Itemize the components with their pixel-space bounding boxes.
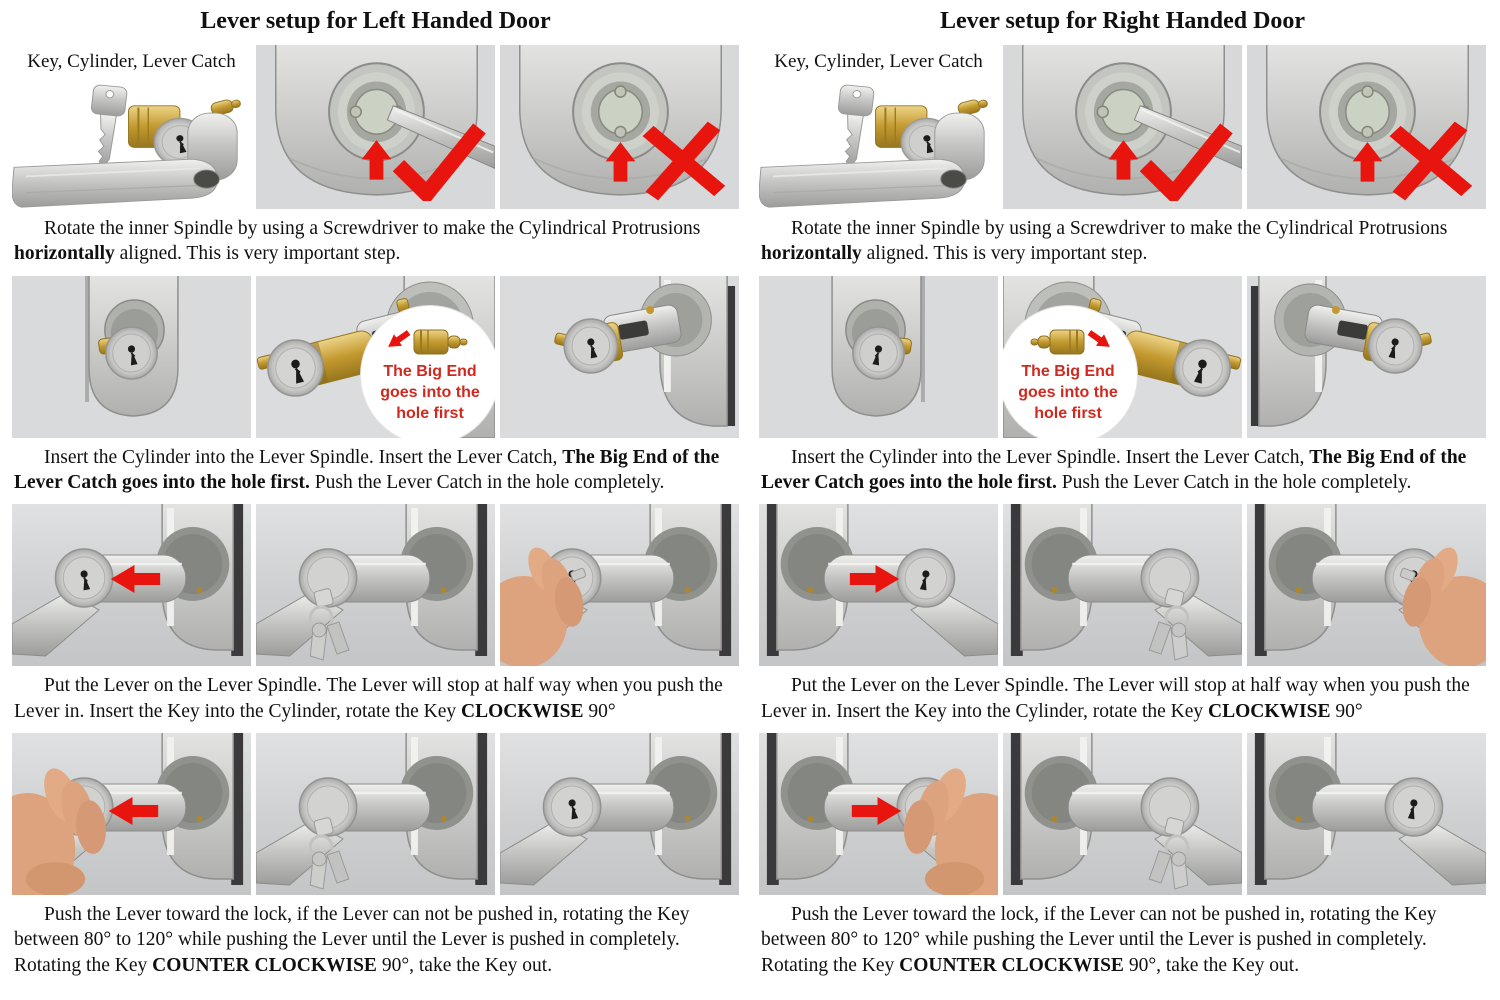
- parts-label: Key, Cylinder, Lever Catch: [27, 51, 236, 72]
- photo-hand-pushing-lever: [12, 733, 251, 896]
- lock-front-scene: [759, 276, 998, 438]
- hand-lever-scene: [759, 733, 998, 895]
- photo-rotate-spindle-wrong: [500, 45, 739, 209]
- lever-keys-scene: [256, 504, 495, 666]
- left-row-put-lever: [12, 504, 739, 667]
- photo-cylinder-in-spindle: [1247, 275, 1486, 438]
- left-column-title: Lever setup for Left Handed Door: [200, 8, 551, 34]
- callout-line: hole first: [1034, 405, 1102, 423]
- key-cylinder-levercatch-photo: [759, 75, 998, 209]
- photo-rotate-spindle-wrong: [1247, 45, 1486, 209]
- photo-rotate-spindle-correct: [1003, 45, 1242, 209]
- cylinder-in-spindle-scene: [500, 276, 739, 438]
- photo-lever-push-arrow: [12, 504, 251, 667]
- lever-keys-scene: [1003, 733, 1242, 895]
- step-4-text: Push the Lever toward the lock, if the L…: [14, 904, 690, 976]
- left-row-push-lever: [12, 733, 739, 896]
- lever-catch-callout: The Big End goes into the hole first: [1003, 305, 1137, 438]
- photo-insert-lever-catch: The Big End goes into the hole first: [1003, 275, 1242, 438]
- step-1-text: Rotate the inner Spindle by using a Scre…: [761, 218, 1448, 265]
- right-row-insert-cylinder: The Big End goes into the hole first: [759, 275, 1486, 438]
- hand-key-scene: [1247, 504, 1486, 666]
- photo-insert-lever-catch: The Big End goes into the hole first: [256, 275, 495, 438]
- photo-lever-with-keys: [256, 504, 495, 667]
- photo-lever-completed: [1247, 733, 1486, 896]
- photo-rotate-spindle-correct: [256, 45, 495, 209]
- step-3-text: Put the Lever on the Lever Spindle. The …: [761, 675, 1470, 722]
- right-row-put-lever: [759, 504, 1486, 667]
- step-3-text: Put the Lever on the Lever Spindle. The …: [14, 675, 723, 722]
- step-2-text: Insert the Cylinder into the Lever Spind…: [761, 446, 1467, 494]
- lever-catch-callout: The Big End goes into the hole first: [361, 305, 495, 438]
- lever-arrow-scene: [759, 504, 998, 666]
- lever-arrow-scene: [12, 504, 251, 666]
- x-icon: [1380, 121, 1478, 201]
- callout-line: The Big End: [383, 363, 477, 381]
- step-1-text: Rotate the inner Spindle by using a Scre…: [14, 218, 701, 265]
- photo-lever-keys-hanging: [256, 733, 495, 896]
- x-icon: [633, 121, 731, 201]
- parts-cell-left: Key, Cylinder, Lever Catch: [12, 45, 251, 209]
- right-column-title: Lever setup for Right Handed Door: [939, 8, 1306, 34]
- step-2-text: Insert the Cylinder into the Lever Spind…: [14, 446, 720, 494]
- right-row-parts-and-spindle: Key, Cylinder, Lever Catch: [759, 45, 1486, 209]
- photo-lever-with-keys: [1003, 504, 1242, 667]
- hand-key-scene: [500, 504, 739, 666]
- lever-keys-scene: [256, 733, 495, 895]
- lever-catch-icon: [384, 324, 476, 360]
- left-door-column: Lever setup for Left Handed Door Key, Cy…: [12, 4, 739, 987]
- cylinder-in-spindle-scene: [1247, 276, 1486, 438]
- step-4-text: Push the Lever toward the lock, if the L…: [761, 904, 1437, 976]
- lock-front-scene: [12, 276, 251, 438]
- check-icon: [1136, 121, 1234, 201]
- right-row-push-lever: [759, 733, 1486, 896]
- photo-hand-turning-key: [1247, 504, 1486, 667]
- key-cylinder-levercatch-photo: [12, 75, 251, 209]
- callout-line: goes into the: [380, 384, 480, 402]
- photo-lever-push-arrow: [759, 504, 998, 667]
- parts-label: Key, Cylinder, Lever Catch: [774, 51, 983, 72]
- parts-cell-right: Key, Cylinder, Lever Catch: [759, 45, 998, 209]
- lever-done-scene: [500, 733, 739, 895]
- callout-line: goes into the: [1018, 384, 1118, 402]
- photo-lever-keys-hanging: [1003, 733, 1242, 896]
- hand-lever-scene: [12, 733, 251, 895]
- check-icon: [389, 121, 487, 201]
- lever-keys-scene: [1003, 504, 1242, 666]
- photo-lock-front: [12, 275, 251, 438]
- callout-line: The Big End: [1021, 363, 1115, 381]
- photo-lever-completed: [500, 733, 739, 896]
- photo-cylinder-in-spindle: [500, 275, 739, 438]
- lever-catch-icon: [1022, 324, 1114, 360]
- right-door-column: Lever setup for Right Handed Door Key, C…: [759, 4, 1486, 987]
- callout-line: hole first: [396, 405, 464, 423]
- photo-hand-pushing-lever: [759, 733, 998, 896]
- photo-hand-turning-key: [500, 504, 739, 667]
- lever-done-scene: [1247, 733, 1486, 895]
- photo-lock-front: [759, 275, 998, 438]
- left-row-insert-cylinder: The Big End goes into the hole first: [12, 275, 739, 438]
- left-row-parts-and-spindle: Key, Cylinder, Lever Catch: [12, 45, 739, 209]
